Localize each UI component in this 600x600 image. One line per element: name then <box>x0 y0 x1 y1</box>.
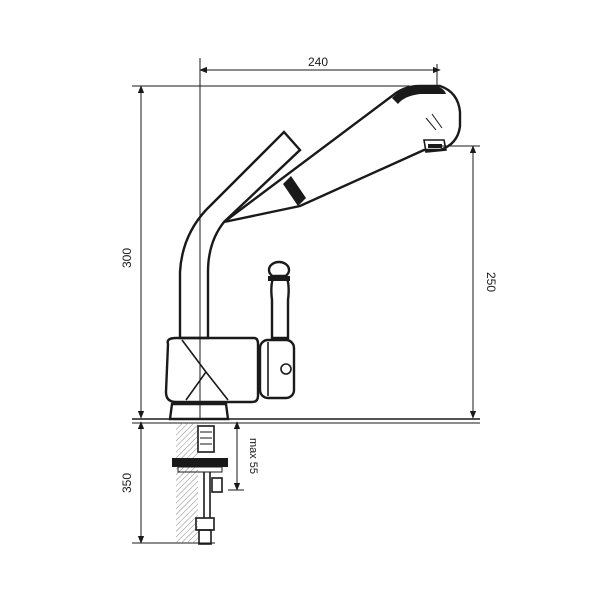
cap-screw <box>280 363 292 375</box>
spray-button-lines <box>425 113 443 131</box>
faucet-base <box>168 402 230 421</box>
spray-nozzle <box>423 139 447 153</box>
mounting-hardware <box>172 425 228 545</box>
hose-length-label: 350 <box>120 473 134 493</box>
hose-connector <box>195 517 215 531</box>
spray-head-band <box>392 86 446 104</box>
threaded-shank <box>197 425 215 453</box>
mounting-nut <box>172 458 228 467</box>
body-facet-line <box>181 339 207 401</box>
spray-outlet <box>428 144 442 148</box>
cartridge-cap <box>258 338 296 400</box>
clamp-fitting <box>211 477 223 493</box>
lever-collar <box>268 276 290 281</box>
total-height-label: 300 <box>120 248 134 268</box>
dimension-max-thickness: max 55 <box>228 421 259 491</box>
reach-label: 240 <box>308 55 328 69</box>
spout-neck <box>178 130 302 340</box>
lever-handle <box>270 274 290 340</box>
dimension-spout-height: 250 <box>438 145 498 419</box>
dimension-total-height: 300 <box>120 85 410 419</box>
countertop-section-hatch <box>176 423 198 543</box>
body-facet-line-2 <box>205 371 229 401</box>
dimension-hose-length: 350 <box>120 421 215 544</box>
spout-height-label: 250 <box>484 272 498 292</box>
spout-band <box>283 176 306 206</box>
faucet-body <box>164 336 260 404</box>
thickness-label: max 55 <box>247 438 259 474</box>
washer <box>177 466 223 473</box>
dimension-reach: 240 <box>199 55 441 418</box>
hose-end-nut <box>198 529 212 545</box>
faucet <box>164 84 462 421</box>
supply-hose <box>203 472 211 518</box>
spout-arm <box>223 84 462 224</box>
countertop <box>132 418 480 543</box>
